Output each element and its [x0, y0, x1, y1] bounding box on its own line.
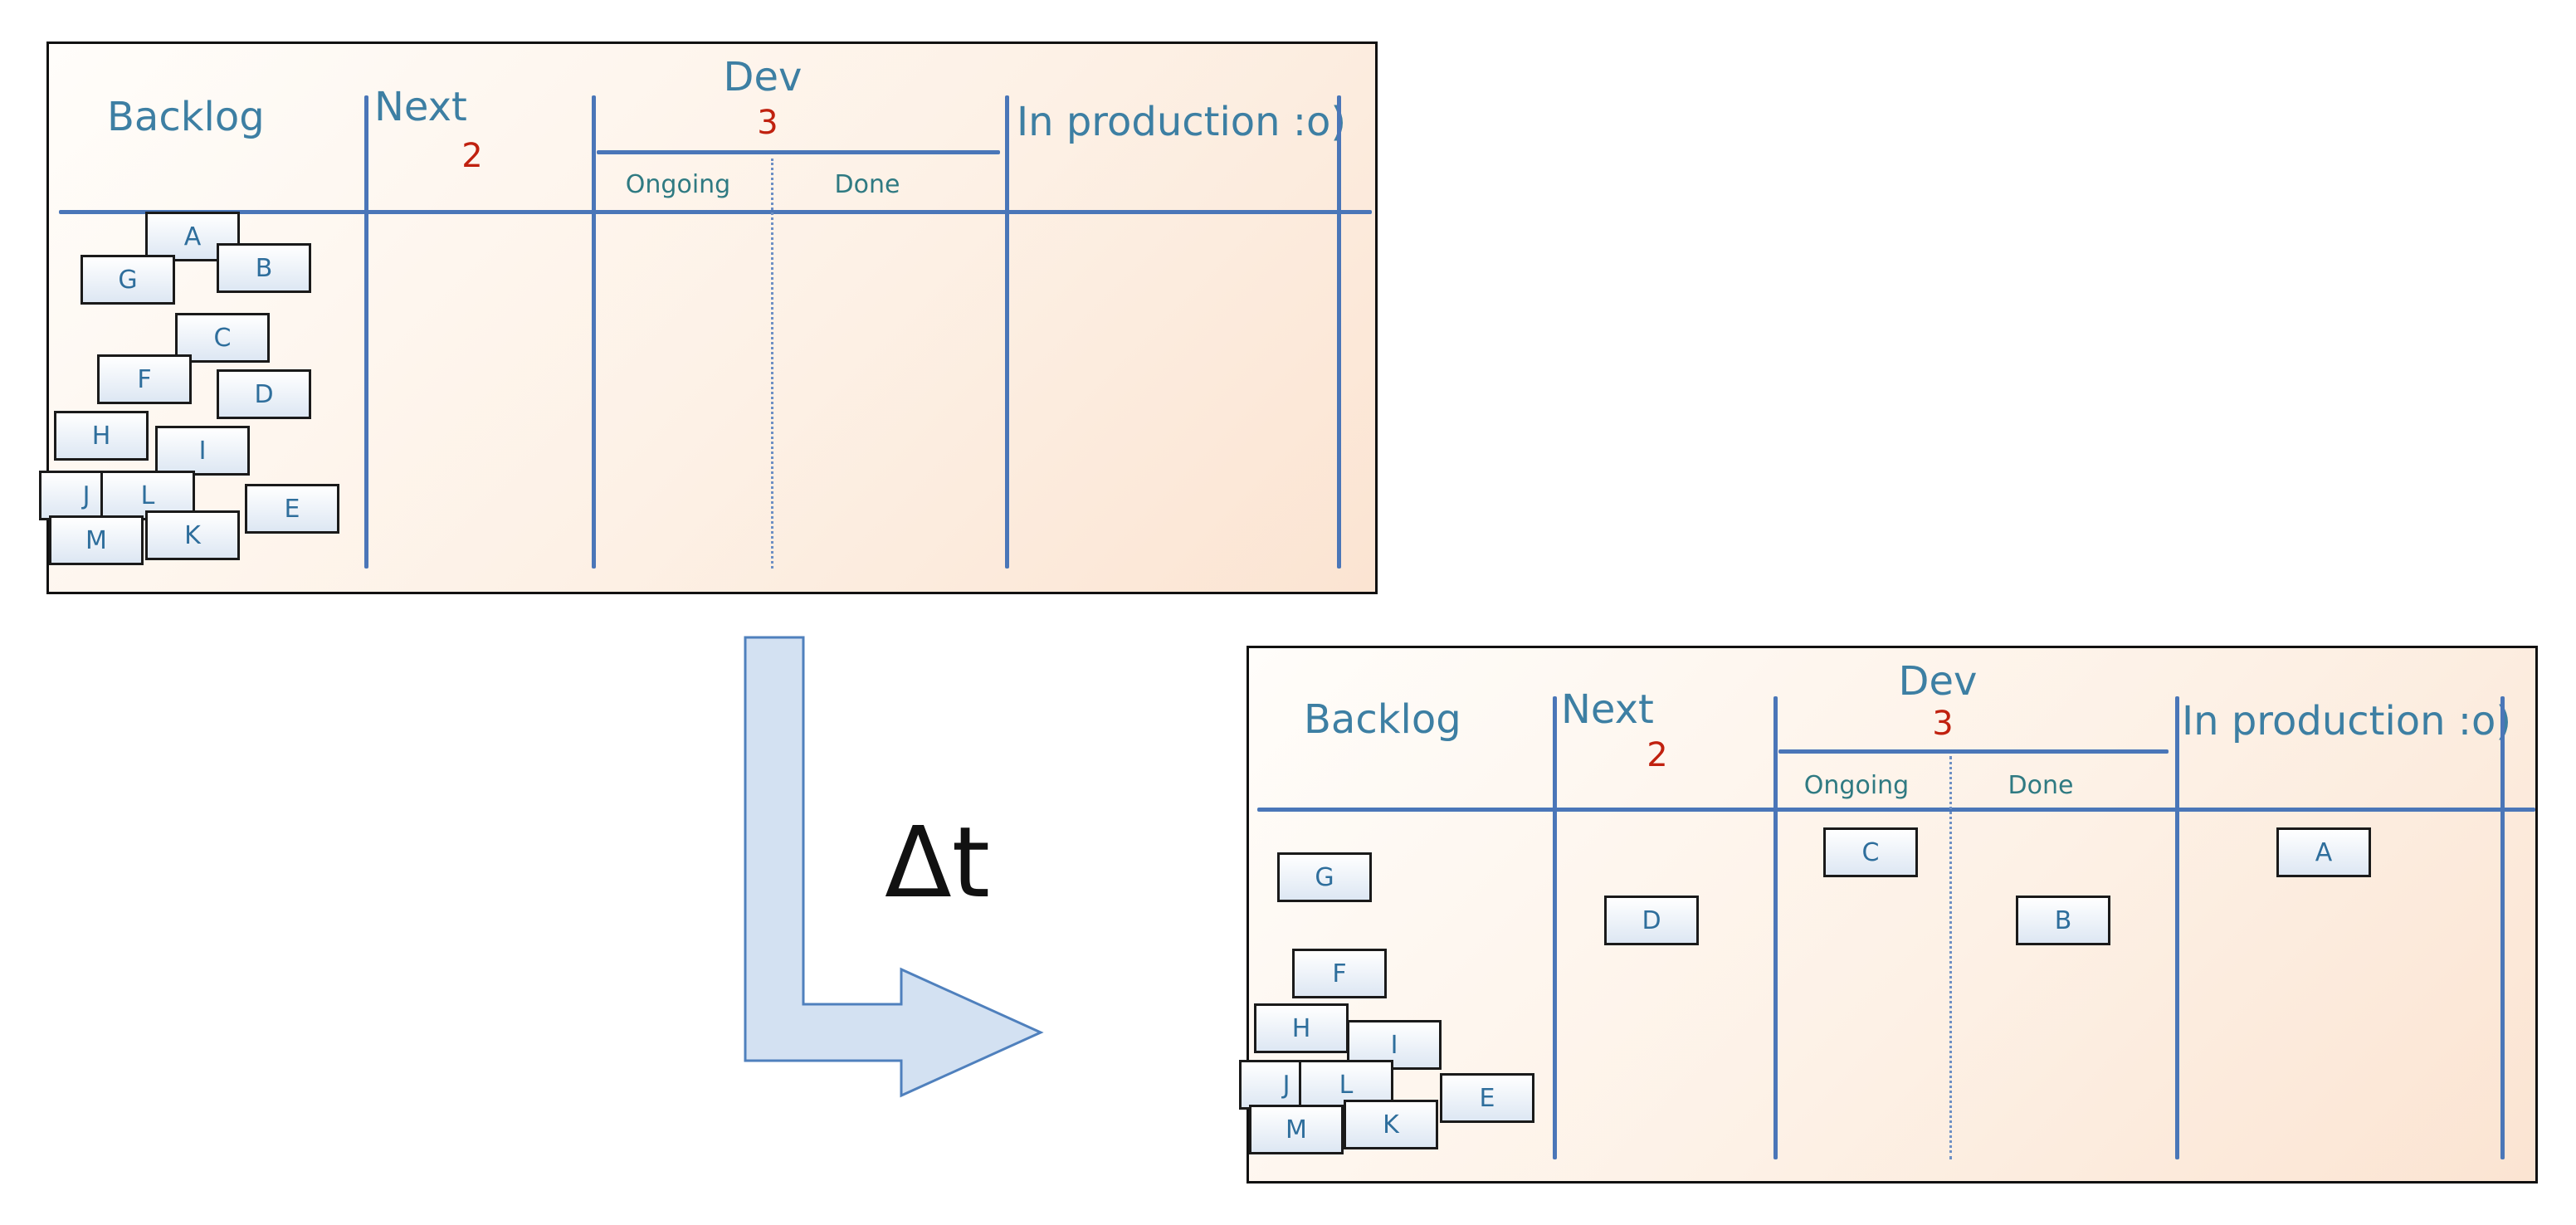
column-header-dev: Dev — [1898, 658, 1978, 705]
card-b[interactable]: B — [2016, 896, 2110, 945]
card-b[interactable]: B — [217, 243, 311, 293]
subcolumn-header-done: Done — [2008, 771, 2074, 800]
card-e[interactable]: E — [1440, 1073, 1534, 1123]
card-i[interactable]: I — [155, 426, 250, 476]
column-divider — [364, 95, 368, 569]
dev-header-divider — [597, 150, 1000, 154]
column-header-dev: Dev — [723, 54, 803, 100]
column-header-next: Next — [1561, 686, 1654, 733]
column-divider — [1337, 95, 1341, 569]
card-m[interactable]: M — [49, 515, 144, 565]
card-h[interactable]: H — [1254, 1003, 1349, 1053]
column-header-production: In production :o) — [1017, 99, 1347, 145]
dev-header-divider — [1778, 749, 2169, 754]
subcolumn-divider — [771, 159, 773, 569]
header-divider — [1257, 808, 2535, 812]
column-divider — [1553, 696, 1557, 1159]
card-a[interactable]: A — [145, 212, 240, 261]
card-e[interactable]: E — [245, 484, 339, 534]
card-f[interactable]: F — [1292, 949, 1387, 998]
kanban-board-before: Backlog Next 2 Dev 3 Ongoing Done In pro… — [39, 41, 1378, 594]
card-g[interactable]: G — [1277, 852, 1372, 902]
subcolumn-header-done: Done — [834, 170, 900, 199]
card-h[interactable]: H — [54, 411, 149, 461]
card-f[interactable]: F — [97, 354, 192, 404]
wip-limit-next: 2 — [1647, 736, 1668, 774]
column-divider — [592, 95, 596, 569]
column-header-next: Next — [374, 84, 467, 130]
header-divider — [59, 210, 1372, 214]
column-header-backlog: Backlog — [1304, 696, 1461, 743]
column-header-production: In production :o) — [2182, 698, 2512, 744]
wip-limit-dev: 3 — [1932, 705, 1954, 743]
card-d[interactable]: D — [217, 369, 311, 419]
card-k[interactable]: K — [1344, 1100, 1438, 1149]
delta-t-label: Δt — [885, 805, 990, 920]
column-divider — [1773, 696, 1778, 1159]
card-c[interactable]: C — [1823, 827, 1918, 877]
wip-limit-dev: 3 — [757, 104, 778, 142]
kanban-board-after: Backlog Next 2 Dev 3 Ongoing Done In pro… — [1239, 646, 2538, 1184]
column-divider — [2175, 696, 2179, 1159]
card-m[interactable]: M — [1249, 1105, 1344, 1154]
wip-limit-next: 2 — [461, 137, 483, 175]
column-divider — [2500, 696, 2505, 1159]
card-g[interactable]: G — [80, 255, 175, 305]
elbow-arrow-icon — [744, 636, 1044, 1098]
card-a[interactable]: A — [2276, 827, 2371, 877]
card-d[interactable]: D — [1604, 896, 1699, 945]
subcolumn-header-ongoing: Ongoing — [1803, 771, 1910, 800]
column-divider — [1005, 95, 1009, 569]
column-header-backlog: Backlog — [107, 94, 265, 140]
card-k[interactable]: K — [145, 510, 240, 560]
subcolumn-divider — [1949, 756, 1952, 1159]
subcolumn-header-ongoing: Ongoing — [625, 170, 731, 199]
